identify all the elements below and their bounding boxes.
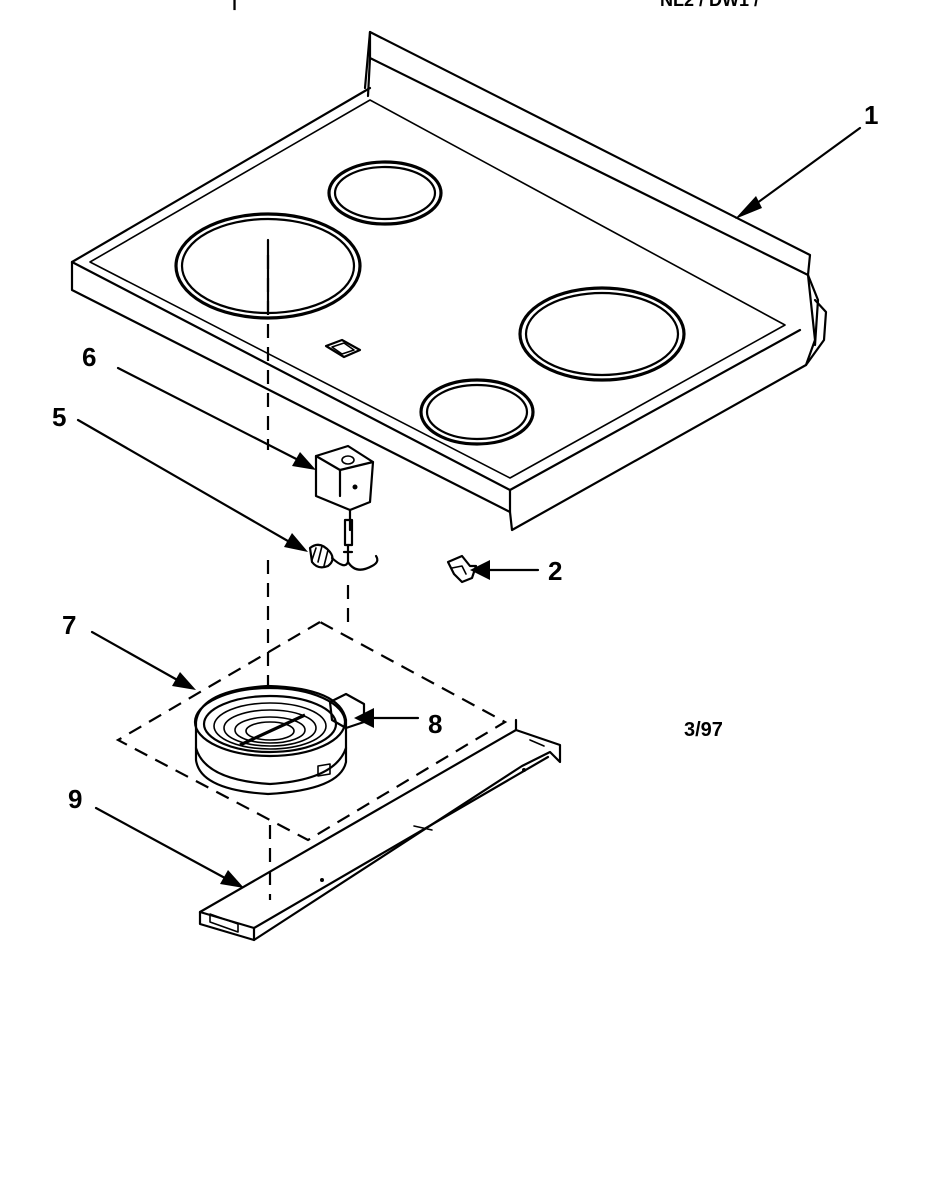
dashed-element-outline-part-7	[115, 620, 508, 842]
callout-label-6: 6	[82, 342, 96, 372]
header-fragment-right: NL2 / DW1 /	[660, 0, 759, 10]
terminal-connector-part-5	[308, 518, 379, 571]
cooktop-top-part	[70, 30, 828, 532]
bracket-part-6	[314, 444, 375, 532]
clip-part-2	[446, 554, 478, 584]
callout-label-1: 1	[864, 100, 878, 130]
header-fragment-left: |	[232, 0, 237, 10]
date-code: 3/97	[684, 719, 723, 741]
radiant-element-part-8	[193, 684, 366, 796]
callout-arrows	[76, 126, 862, 888]
callout-label-2: 2	[548, 556, 562, 586]
callout-label-7: 7	[62, 610, 76, 640]
callout-label-5: 5	[52, 402, 66, 432]
alignment-guides	[266, 238, 350, 900]
callout-label-8: 8	[428, 709, 442, 739]
callout-label-9: 9	[68, 784, 82, 814]
support-channel-part-9	[198, 718, 562, 942]
